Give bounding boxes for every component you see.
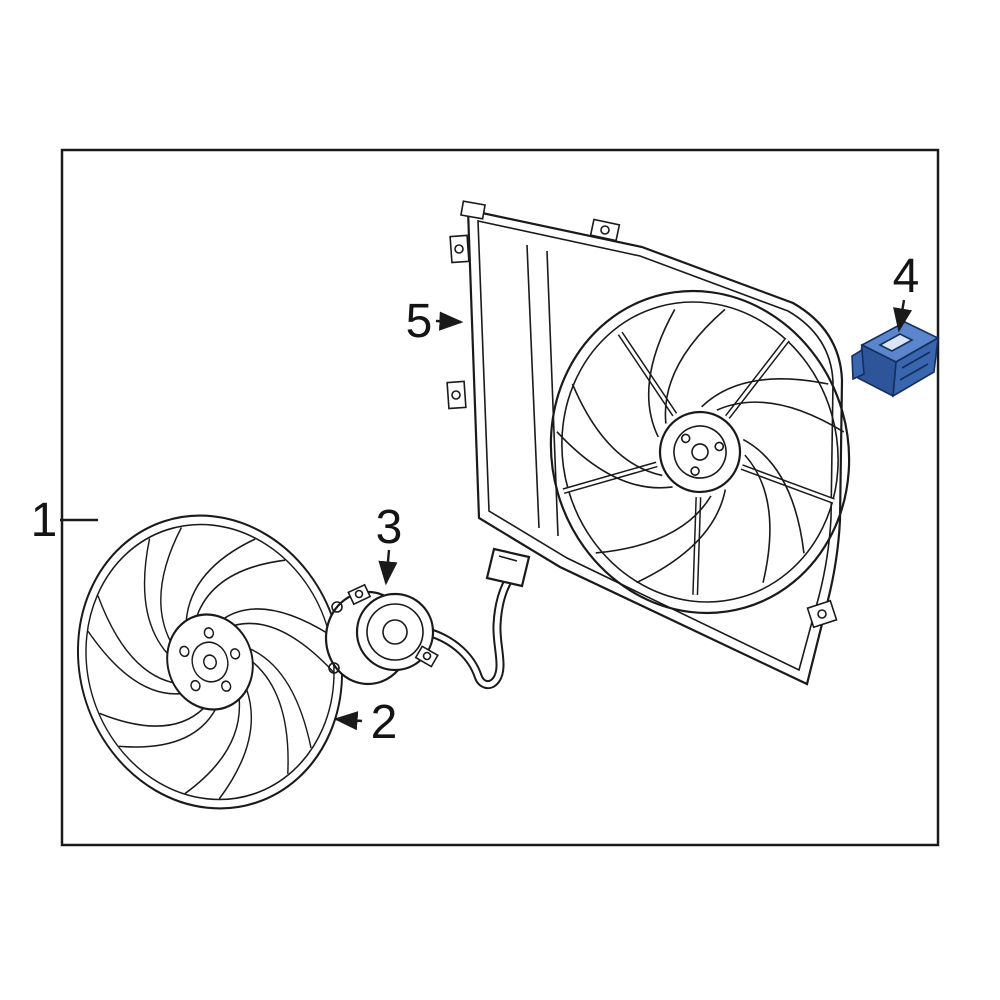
- callout-3: 3: [376, 501, 403, 586]
- fan-shroud-drawing: [446, 200, 853, 686]
- fan-blades: [87, 538, 329, 800]
- callout-4-arrow: [893, 299, 913, 333]
- harness-connector: [485, 547, 531, 588]
- callout-5-number: 5: [406, 295, 433, 348]
- controller-slot: [878, 333, 914, 352]
- callout-4: 4: [893, 250, 920, 333]
- fan-motor-drawing: [324, 547, 531, 690]
- shroud-mounting-tabs: [446, 200, 838, 629]
- callout-2: 2: [333, 696, 398, 749]
- diagram-border-frame: [60, 148, 940, 847]
- callout-1: 1: [31, 494, 98, 547]
- shroud-fan-opening: [549, 289, 853, 615]
- controller-tab: [851, 348, 865, 381]
- callout-5-arrow: [435, 311, 464, 331]
- callout-2-number: 2: [371, 696, 398, 749]
- callout-4-number: 4: [893, 250, 920, 303]
- callout-3-arrow: [378, 549, 398, 586]
- fan-controller-highlighted: [851, 321, 940, 398]
- fan-hub: [166, 613, 254, 711]
- callout-2-arrow: [333, 711, 363, 731]
- callout-5: 5: [406, 295, 464, 348]
- callout-1-number: 1: [31, 494, 58, 547]
- callout-3-number: 3: [376, 501, 403, 554]
- wire-harness: [423, 571, 516, 690]
- shroud-fan-blades: [556, 309, 829, 584]
